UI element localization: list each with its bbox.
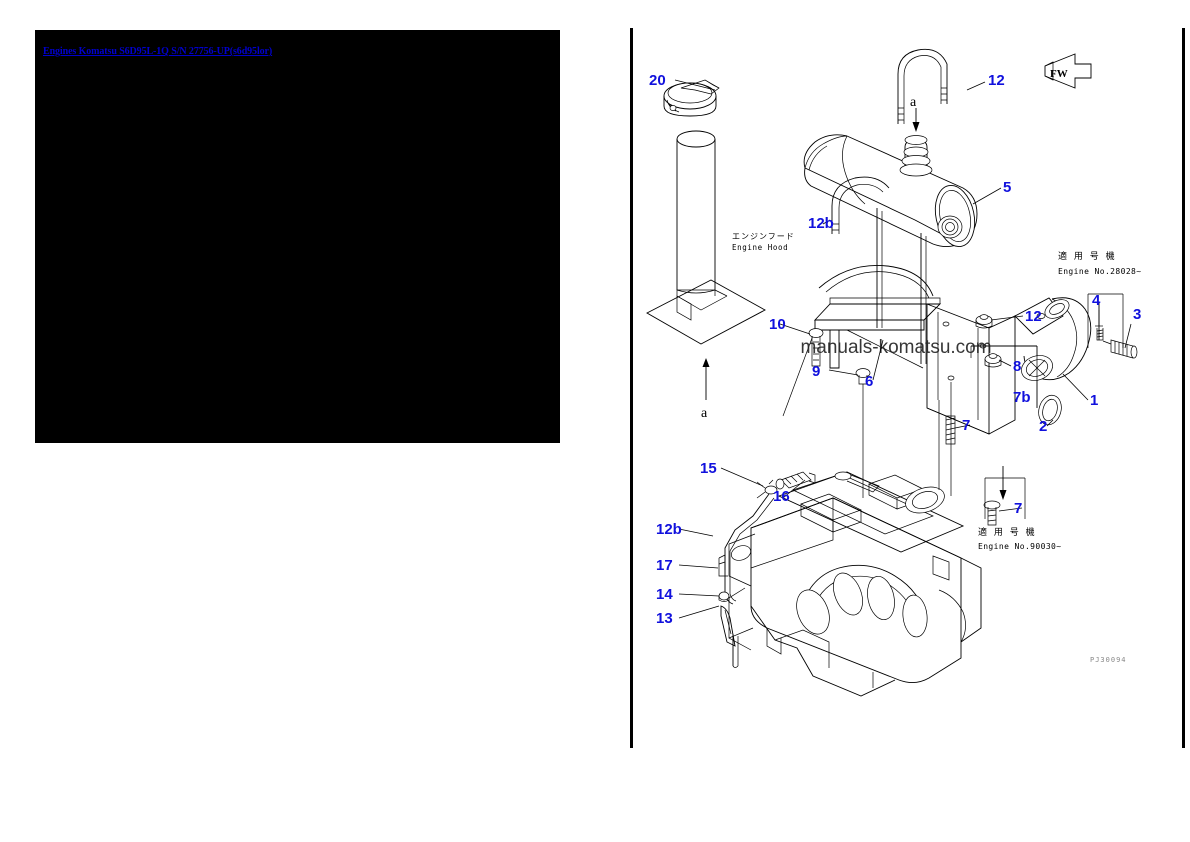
part-15-bracket-blade [720,605,736,647]
callout-12b[interactable]: 12b [808,215,834,232]
part-7-stud-lower [983,500,1001,526]
callout-6[interactable]: 6 [865,373,873,390]
callout-leader-lines [674,79,1132,619]
callout-7b[interactable]: 7 [1014,500,1022,517]
orientation-marker-fw: FW [1044,53,1092,89]
callout-12[interactable]: 12 [988,72,1005,89]
bracket-to-engine-rods [862,382,952,498]
part-9-nut [984,353,1002,368]
part-1-exhaust-elbow [1021,297,1092,381]
applicable-engine-no-lower: 適 用 号 機 Engine No.90030~ [978,466,1061,551]
applicable-label-en-lower: Engine No.90030~ [978,542,1061,551]
section-marker-a-left: a [701,358,710,421]
callout-13[interactable]: 12 [1025,308,1042,325]
applicable-label-jp-upper: 適 用 号 機 [1058,250,1117,262]
engine-hood-label-jp: エンジンフード [732,232,795,241]
callout-10[interactable]: 9 [812,363,820,380]
muffler-hanger-rods [876,208,927,364]
part-12-hose-lower [831,176,890,234]
parts-diagram-panel: a エンジンフード Engine Hood [630,28,1185,748]
part-5-muffler [803,134,978,248]
engine-no-upper-bracket [1087,293,1124,348]
callout-20[interactable]: 20 [649,72,666,89]
engine-hood-plate [646,279,766,345]
callout-14[interactable]: 12b [656,521,682,538]
callout-8[interactable]: 7b [1013,389,1031,406]
part-19-clamp [718,554,728,577]
part-2-gasket [1038,394,1062,426]
part-7-stud-upper [945,415,956,445]
applicable-label-en-upper: Engine No.28028~ [1058,267,1141,276]
drawing-code: PJ30094 [1090,656,1127,664]
engine-block-assembly [728,471,982,697]
callout-11[interactable]: 10 [769,316,786,333]
callout-4[interactable]: 4 [1092,292,1101,309]
section-letter-a-left: a [701,406,708,421]
part-11-bolt [808,328,824,367]
callout-2[interactable]: 2 [1039,418,1047,435]
callout-19[interactable]: 17 [656,557,673,574]
section-letter-a-top: a [910,95,917,110]
callout-16[interactable]: 14 [656,586,673,603]
drain-tube-lower [732,634,739,668]
muffler-inlet-spigot [899,135,933,177]
part-10-bolt [855,368,871,385]
thumbnail-preview-panel: Engines Komatsu S6D95L-1Q S/N 27756-UP(s… [35,30,560,443]
engine-hood-label-en: Engine Hood [732,243,788,252]
section-marker-a-top: a [910,95,920,132]
callout-15[interactable]: 13 [656,610,673,627]
callout-17[interactable]: 15 [700,460,717,477]
applicable-engine-no-upper: 適 用 号 機 Engine No.28028~ [1058,250,1141,276]
callout-9[interactable]: 8 [1013,358,1021,375]
muffler-mounting-bracket [782,265,1064,435]
parts-diagram-svg: a エンジンフード Engine Hood [646,48,1141,697]
engine-hood-label: エンジンフード Engine Hood [732,232,795,252]
applicable-label-jp-lower: 適 用 号 機 [978,526,1037,538]
part-20-filler-cap [663,79,720,117]
callout-5[interactable]: 5 [1003,179,1011,196]
part-12-hose-upper [897,48,948,124]
part-18-fitting [775,471,816,490]
callout-3[interactable]: 3 [1133,306,1141,323]
callout-18[interactable]: 16 [773,488,790,505]
watermark-text: manuals-komatsu.com [800,337,991,358]
parts-catalog-link[interactable]: Engines Komatsu S6D95L-1Q S/N 27756-UP(s… [43,46,273,57]
part-3-bolt [1102,339,1138,359]
exhaust-stack-pipe [676,130,716,294]
callout-1[interactable]: 1 [1090,392,1098,409]
fw-label: FW [1050,68,1068,80]
callout-7[interactable]: 7 [962,417,970,434]
